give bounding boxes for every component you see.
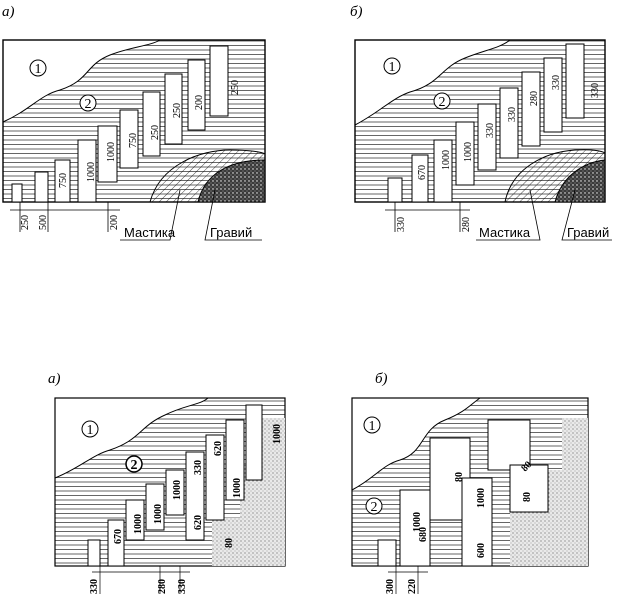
dim-label: 750: [58, 173, 69, 188]
dim-label: 280: [157, 579, 168, 594]
zone-label: 2: [85, 97, 92, 112]
roll-layers: [11, 45, 229, 203]
dim-label: 670: [417, 165, 428, 180]
panel-letter: б): [350, 4, 363, 20]
dim-label: 750: [128, 133, 139, 148]
zone-marker: [81, 420, 99, 438]
dim-label: 80: [454, 472, 465, 482]
dim-label: 1000: [172, 480, 183, 500]
dim-label: 200: [194, 95, 205, 110]
dim-label: 250: [150, 125, 161, 140]
dim-label: 80: [522, 492, 533, 502]
dim-label: 1000: [153, 504, 164, 524]
leader-line: [561, 189, 612, 241]
dim-label: 330: [177, 579, 188, 594]
dim-label: 300: [385, 579, 396, 594]
zone-label: 2: [439, 95, 446, 110]
dim-lines: [388, 566, 428, 594]
dim-label: 220: [407, 579, 418, 594]
mastic-caption: Мастика: [124, 225, 176, 240]
dim-label: 200: [109, 215, 120, 230]
leader-line: [476, 189, 541, 241]
zone-boundary: [354, 39, 511, 126]
mastic-caption: Мастика: [479, 225, 531, 240]
dim-label: 500: [38, 215, 49, 230]
dim-label: 1000: [133, 514, 144, 534]
dim-label: 330: [396, 217, 407, 232]
gravel-area: [554, 159, 606, 203]
dim-lines: [92, 566, 190, 594]
dim-label: 680: [418, 527, 429, 542]
dim-label: 1000: [272, 424, 283, 444]
zone-marker: [363, 416, 381, 434]
panel-top-b: б) 330 280 670 1000 1000 330 330 280: [350, 4, 612, 241]
dim-label: 330: [507, 107, 518, 122]
dim-lines: [10, 202, 120, 232]
gravel-caption: Гравий: [210, 225, 252, 240]
dim-label: 330: [485, 123, 496, 138]
dim-label: 280: [461, 217, 472, 232]
zone-boundary: [351, 397, 481, 491]
panel-letter: б): [375, 371, 388, 387]
zone-label: 1: [35, 62, 42, 77]
protective-fill: [510, 418, 588, 566]
zone-label: 2: [131, 458, 138, 473]
zone-marker: [365, 497, 383, 515]
dim-label: 1000: [106, 142, 117, 162]
dim-label: 620: [213, 441, 224, 456]
zone-marker: [125, 455, 143, 473]
panel-bottom-a: а) 330 280 330 670 1000 1000 330 620: [48, 371, 286, 594]
zone-boundary: [54, 397, 209, 479]
dim-label: 250: [20, 215, 31, 230]
leader-line: [204, 189, 262, 241]
dim-label: 280: [529, 91, 540, 106]
zone-marker: [383, 57, 401, 75]
zone-boundary: [2, 39, 161, 123]
leader-line: [120, 189, 181, 241]
panel-letter: а): [48, 371, 61, 387]
dim-label: 330: [551, 75, 562, 90]
dim-label: 1000: [86, 162, 97, 182]
dim-label: 80: [224, 538, 235, 548]
dim-lines: [385, 202, 470, 232]
panel-top-a: а) 250 500 750 1000 200 1000: [2, 4, 266, 241]
zone-label: 2: [371, 500, 378, 515]
roll-layers: [377, 419, 549, 567]
zone-label: 1: [389, 60, 396, 75]
dim-label: 330: [193, 460, 204, 475]
dim-label: 250: [172, 103, 183, 118]
protective-fill: [212, 418, 285, 566]
roll-layers: [387, 43, 585, 203]
zone-label: 1: [87, 423, 94, 438]
dim-label: 1000: [441, 150, 452, 170]
dim-label: 1000: [463, 142, 474, 162]
dim-label: 330: [590, 83, 601, 98]
dim-label: 620: [193, 515, 204, 530]
zone-marker: [79, 94, 97, 112]
dim-label: 330: [89, 579, 100, 594]
dim-label: 1000: [476, 488, 487, 508]
dim-label: 1000: [232, 478, 243, 498]
zone-marker: [29, 59, 47, 77]
panel-letter: а): [2, 4, 15, 20]
dim-label: 670: [113, 529, 124, 544]
panel-bottom-b: б) 300 220 80 80 80 1000 1000 680 600 1 …: [351, 371, 589, 594]
dim-label: 250: [230, 80, 241, 95]
zone-label: 1: [369, 419, 376, 434]
dim-label: 600: [476, 543, 487, 558]
zone-marker: [433, 92, 451, 110]
dim-label: 1000: [412, 512, 423, 532]
roll-layers: [87, 404, 263, 567]
gravel-caption: Гравий: [567, 225, 609, 240]
